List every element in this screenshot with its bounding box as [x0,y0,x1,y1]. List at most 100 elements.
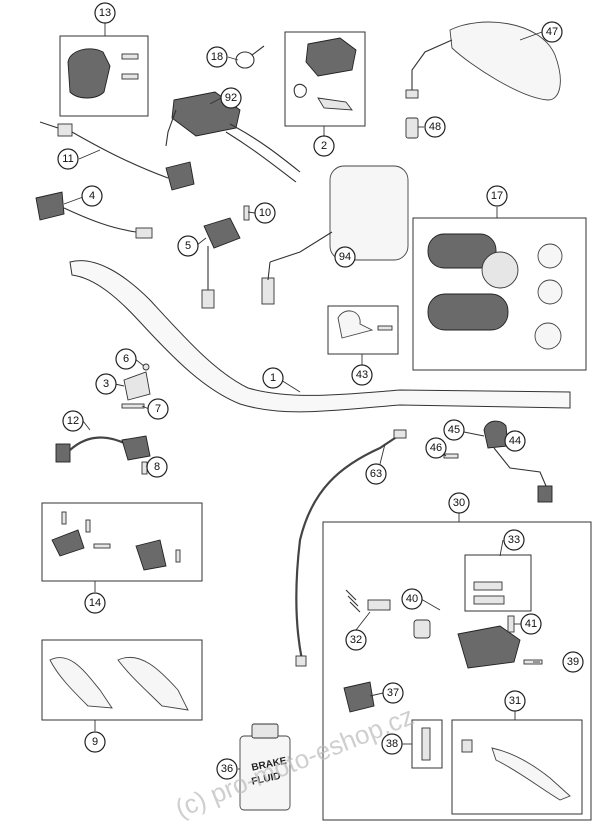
connector-5 [201,289,215,309]
callout-38: 38 [381,733,403,755]
group-box-31 [451,719,583,815]
lever-bracket-14a [51,529,85,557]
master-cylinder [457,625,521,669]
grip-ring-c [534,322,562,350]
callout-63-label: 63 [370,468,382,480]
callout-10-label: 10 [259,207,271,219]
callout-10: 10 [254,202,276,224]
callout-39: 39 [562,651,584,673]
callout-47-label: 47 [546,26,558,38]
throttle-cable-a [229,123,301,173]
cable-tie-18-tail [251,45,265,56]
seal-40 [413,619,431,639]
grip-ring-b [537,279,563,305]
callout-37-label: 37 [387,687,399,699]
callout-11-label: 11 [62,153,73,165]
switch-44 [483,420,509,449]
callout-41: 41 [520,613,542,635]
callout-43: 43 [351,364,373,386]
callout-6-label: 6 [123,353,129,365]
group-box-2 [284,31,366,127]
switch-housing-13 [67,48,111,99]
callout-36: 36 [216,758,238,780]
lever-31 [491,747,571,801]
callout-44-label: 44 [509,435,521,447]
callout-41-label: 41 [525,618,537,630]
switch-4 [35,191,65,221]
callout-13: 13 [94,2,116,24]
pin-38 [421,727,431,761]
brake-fluid-cap [251,723,279,739]
callout-30-label: 30 [453,497,465,509]
mirror-left-stem-down [267,261,271,281]
callout-43-label: 43 [356,369,368,381]
callout-33-label: 33 [508,534,520,546]
callout-39-label: 39 [567,656,579,668]
connector-4 [135,227,153,239]
callout-7-label: 7 [155,403,161,415]
callout-94-label: 94 [339,251,351,263]
callout-36-label: 36 [221,763,233,775]
switch-8-housing [121,435,151,461]
callout-30: 30 [448,492,470,514]
screw-13a [121,53,139,60]
callout-33: 33 [503,529,525,551]
callout-4: 4 [81,185,103,207]
piston-32 [367,599,391,611]
harness-11 [39,121,169,179]
lever-bracket-14b [135,539,167,571]
pin-41 [507,615,515,633]
grip-ring-a [537,243,563,269]
callout-2: 2 [313,135,335,157]
handguard-right [117,656,189,711]
reservoir-seal-33 [473,595,505,605]
callout-18-label: 18 [211,51,223,63]
clamp-43 [337,310,374,339]
watermark: (c) pro-moto-eshop.cz [171,700,418,823]
callout-31: 31 [504,690,526,712]
cap-37 [343,681,375,713]
callout-45-label: 45 [448,424,460,436]
callout-46: 46 [425,437,447,459]
callout-5: 5 [177,235,199,257]
callout-47: 47 [541,21,563,43]
callout-8-label: 8 [154,461,160,473]
callout-4-label: 4 [89,190,95,202]
lever-31-pivot [461,739,473,753]
screw-14a [61,511,67,525]
group-box-30 [322,521,592,821]
callout-14-label: 14 [89,597,101,609]
callout-12: 12 [62,410,84,432]
screw-46 [443,453,459,459]
callout-48-label: 48 [429,121,441,133]
harness-12 [69,436,131,451]
connector-12 [55,443,71,463]
callout-11: 11 [57,148,79,170]
callout-17: 17 [486,185,508,207]
throttle-cable-b [225,131,297,183]
callout-63: 63 [365,463,387,485]
callout-9: 9 [84,731,106,753]
screw-8 [141,461,148,475]
harness-4 [63,207,137,233]
switch-2-loop [293,83,307,98]
reservoir-cap-33 [473,581,503,591]
callout-3: 3 [95,373,117,395]
mirror-left-mount [261,277,275,305]
callout-12-label: 12 [67,415,79,427]
group-box-43 [327,305,399,355]
callout-40: 40 [401,588,423,610]
cable-tie-18 [235,51,255,69]
clutch-hose-63 [295,435,399,661]
callout-5-label: 5 [185,240,191,252]
callout-13-label: 13 [99,7,111,19]
spring-32 [345,589,361,613]
callout-44: 44 [504,430,526,452]
callout-1-label: 1 [270,372,276,384]
grip-left-flange [481,251,519,289]
switch-11 [165,161,195,191]
group-box-14 [41,502,203,582]
callout-14: 14 [84,592,106,614]
grip-left [427,233,497,269]
